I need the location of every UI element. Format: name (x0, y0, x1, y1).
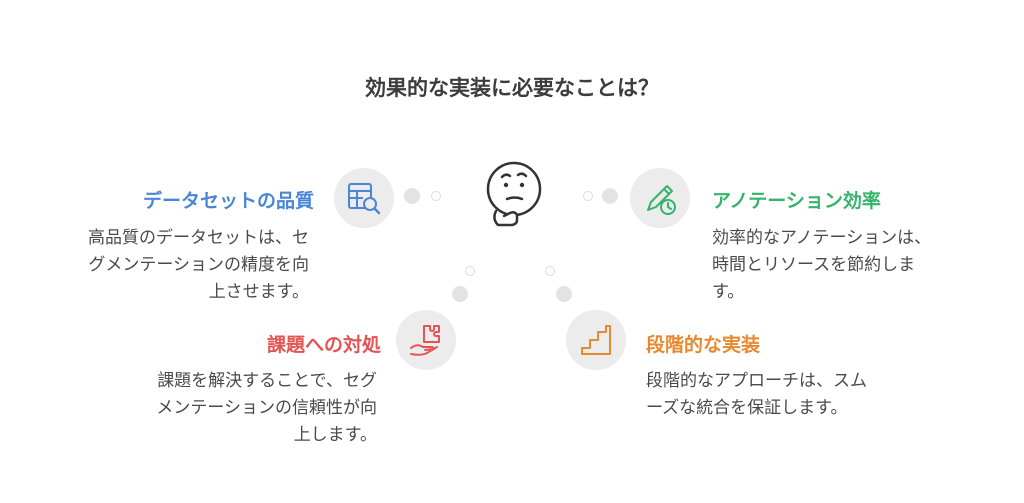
phased-implementation-desc: 段階的なアプローチは、スム ーズな統合を保証します。 (646, 371, 867, 418)
annotation-efficiency-badge (630, 168, 690, 228)
connector-dot (556, 286, 572, 302)
connector-ring (545, 266, 555, 276)
phased-implementation-badge (566, 310, 626, 370)
hand-puzzle-icon (410, 325, 440, 356)
connector-ring (465, 266, 475, 276)
diagram-title: 効果的な実装に必要なことは？ (365, 76, 659, 100)
phased-implementation-title: 段階的な実装 (646, 334, 761, 356)
table-search-icon (348, 183, 381, 215)
connector-dot (404, 188, 420, 204)
dataset-quality-title: データセットの品質 (142, 190, 314, 212)
connector-ring (431, 191, 441, 201)
addressing-issues-desc: 課題を解決することで、セグ メンテーションの信頼性が向 上します。 (156, 371, 377, 445)
connector-ring (583, 191, 593, 201)
connector-dot (602, 188, 618, 204)
dataset-quality-badge (334, 168, 394, 228)
dataset-quality-desc: 高品質のデータセットは、セ グメンテーションの精度を向 上させます。 (88, 228, 309, 302)
addressing-issues-title: 課題への対処 (266, 334, 381, 356)
addressing-issues-badge (396, 310, 456, 370)
pencil-clock-icon (647, 185, 676, 215)
thinking-face-icon (486, 161, 542, 227)
stairs-icon (581, 325, 611, 355)
connector-dot (452, 286, 468, 302)
annotation-efficiency-title: アノテーション効率 (712, 190, 881, 212)
annotation-efficiency-desc: 効率的なアノテーションは、 時間とリソースを節約しま す。 (712, 228, 932, 302)
